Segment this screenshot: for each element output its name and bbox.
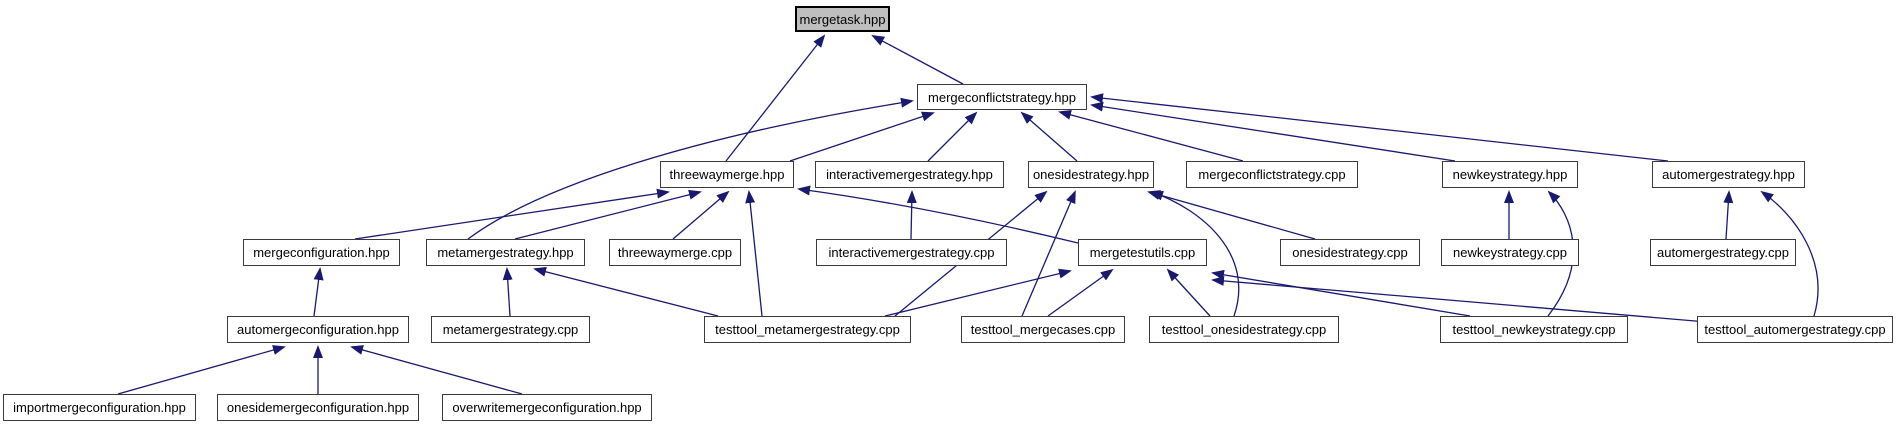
edge-automergestrategy_hpp-to-mergeconflictstrategy_hpp [1090,93,1669,162]
graph-node-automergestrategy_hpp[interactable]: automergestrategy.hpp [1652,161,1805,188]
edge-testtool_mergecases_cpp-to-onesidestrategy_hpp [1021,190,1076,317]
edge-threewaymerge_cpp-to-threewaymerge_hpp [672,190,730,240]
graph-node-label: mergeconflictstrategy.cpp [1198,167,1346,182]
graph-node-label: testtool_onesidestrategy.cpp [1161,322,1327,337]
graph-node-label: threewaymerge.hpp [669,167,785,182]
graph-node-metamergestrategy_cpp[interactable]: metamergestrategy.cpp [431,316,590,343]
graph-node-label: automergestrategy.hpp [1662,167,1795,182]
graph-node-label: mergeconflictstrategy.hpp [928,89,1076,105]
graph-node-newkeystrategy_cpp[interactable]: newkeystrategy.cpp [1441,239,1579,266]
graph-node-label: importmergeconfiguration.hpp [13,400,186,415]
graph-node-threewaymerge_hpp[interactable]: threewaymerge.hpp [660,161,794,188]
graph-node-mergetestutils_cpp[interactable]: mergetestutils.cpp [1078,239,1207,266]
edge-testtool_mergecases_cpp-to-mergetestutils_cpp [1047,268,1114,317]
graph-node-testtool_automergestrategy_cpp[interactable]: testtool_automergestrategy.cpp [1697,316,1893,343]
edge-mergeconflictstrategy_hpp-to-mergetask_hpp [871,35,964,85]
graph-node-label: testtool_automergestrategy.cpp [1704,322,1886,337]
edge-testtool_metamergestrategy_cpp-to-mergetestutils_cpp [884,268,1072,317]
edge-mergeconfiguration_hpp-to-threewaymerge_hpp [354,188,670,240]
edge-overwritemergeconfiguration_hpp-to-automergeconfiguration_hpp [350,345,523,395]
graph-node-importmergeconfiguration_hpp[interactable]: importmergeconfiguration.hpp [3,394,196,421]
graph-node-label: mergetestutils.cpp [1089,245,1196,260]
graph-node-automergeconfiguration_hpp[interactable]: automergeconfiguration.hpp [227,316,409,343]
graph-node-onesidemergeconfiguration_hpp[interactable]: onesidemergeconfiguration.hpp [217,394,419,421]
graph-node-overwritemergeconfiguration_hpp[interactable]: overwritemergeconfiguration.hpp [442,394,652,421]
edge-metamergestrategy_hpp-to-threewaymerge_hpp [514,189,702,240]
graph-node-label: metamergestrategy.cpp [442,322,579,337]
graph-node-label: automergestrategy.cpp [1657,245,1789,260]
edge-testtool_newkeystrategy_cpp-to-mergetestutils_cpp [1211,269,1471,317]
edge-interactivemergestrategy_cpp-to-interactivemergestrategy_hpp [906,190,917,240]
edge-importmergeconfiguration_hpp-to-automergeconfiguration_hpp [117,345,286,395]
edge-testtool_metamergestrategy_cpp-to-metamergestrategy_hpp [533,266,719,317]
edge-interactivemergestrategy_hpp-to-mergeconflictstrategy_hpp [927,111,978,162]
graph-node-label: testtool_metamergestrategy.cpp [715,322,900,337]
graph-node-label: automergeconfiguration.hpp [237,322,399,337]
graph-node-newkeystrategy_hpp[interactable]: newkeystrategy.hpp [1442,161,1578,188]
graph-node-threewaymerge_cpp[interactable]: threewaymerge.cpp [609,239,741,266]
graph-node-interactivemergestrategy_cpp[interactable]: interactivemergestrategy.cpp [816,239,1007,266]
graph-node-label: metamergestrategy.hpp [437,245,574,260]
edge-testtool_onesidestrategy_cpp-to-mergetestutils_cpp [1166,268,1211,317]
graph-node-mergeconflictstrategy_cpp[interactable]: mergeconflictstrategy.cpp [1186,161,1358,188]
graph-node-onesidestrategy_cpp[interactable]: onesidestrategy.cpp [1280,239,1420,266]
graph-node-mergetask_hpp: mergetask.hpp [795,6,890,32]
graph-node-label: onesidestrategy.cpp [1292,245,1408,260]
edge-automergeconfiguration_hpp-to-mergeconfiguration_hpp [313,267,324,317]
graph-node-testtool_mergecases_cpp[interactable]: testtool_mergecases.cpp [961,316,1125,343]
edge-newkeystrategy_hpp-to-mergeconflictstrategy_hpp [1090,101,1456,162]
edge-mergeconflictstrategy_cpp-to-mergeconflictstrategy_hpp [1058,110,1244,162]
graph-node-testtool_onesidestrategy_cpp[interactable]: testtool_onesidestrategy.cpp [1149,316,1339,343]
graph-node-testtool_metamergestrategy_cpp[interactable]: testtool_metamergestrategy.cpp [704,316,911,343]
edge-metamergestrategy_cpp-to-metamergestrategy_hpp [502,267,513,317]
edge-testtool_metamergestrategy_cpp-to-threewaymerge_hpp [745,190,763,317]
edge-automergestrategy_cpp-to-automergestrategy_hpp [1723,190,1734,240]
graph-node-label: interactivemergestrategy.cpp [828,245,995,260]
edge-onesidestrategy_hpp-to-mergeconflictstrategy_hpp [1020,111,1078,162]
graph-node-label: mergeconfiguration.hpp [253,245,390,260]
graph-node-label: overwritemergeconfiguration.hpp [452,400,642,415]
graph-node-label: testtool_mergecases.cpp [970,322,1116,337]
graph-node-mergeconfiguration_hpp[interactable]: mergeconfiguration.hpp [243,239,400,266]
graph-node-label: mergetask.hpp [799,11,886,27]
graph-node-mergeconflictstrategy_hpp[interactable]: mergeconflictstrategy.hpp [917,84,1087,110]
graph-node-onesidestrategy_hpp[interactable]: onesidestrategy.hpp [1028,161,1154,188]
graph-node-label: interactivemergestrategy.hpp [826,167,993,182]
edge-threewaymerge_hpp-to-mergeconflictstrategy_hpp [789,111,935,162]
graph-node-interactivemergestrategy_hpp[interactable]: interactivemergestrategy.hpp [815,161,1004,188]
graph-node-label: onesidestrategy.hpp [1032,167,1150,182]
graph-node-testtool_newkeystrategy_cpp[interactable]: testtool_newkeystrategy.cpp [1440,316,1628,343]
graph-node-label: newkeystrategy.cpp [1453,245,1567,260]
graph-node-label: onesidemergeconfiguration.hpp [226,400,410,415]
graph-node-metamergestrategy_hpp[interactable]: metamergestrategy.hpp [426,239,585,266]
graph-node-label: newkeystrategy.hpp [1452,167,1568,182]
edge-onesidestrategy_cpp-to-onesidestrategy_hpp [1147,190,1316,240]
edge-mergetestutils_cpp-to-threewaymerge_hpp [797,185,1079,244]
graph-node-automergestrategy_cpp[interactable]: automergestrategy.cpp [1650,239,1796,266]
graph-node-label: threewaymerge.cpp [617,245,733,260]
graph-node-label: testtool_newkeystrategy.cpp [1452,322,1616,337]
edge-threewaymerge_hpp-to-mergetask_hpp [725,34,826,162]
